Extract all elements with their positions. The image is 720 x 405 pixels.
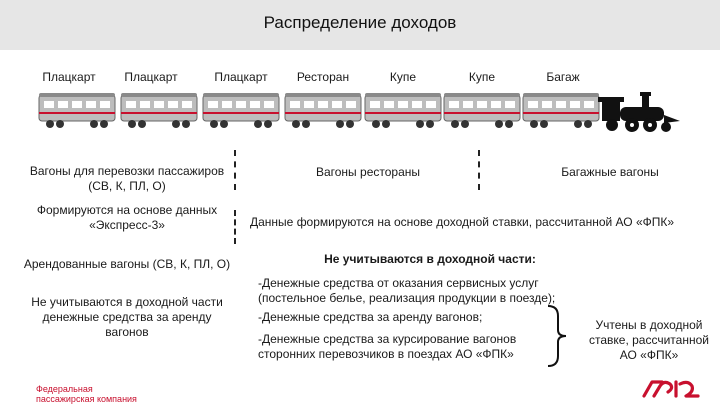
- passenger-car-icon: [120, 92, 198, 130]
- rented-cars-note: Не учитываются в доходной части денежные…: [22, 295, 232, 340]
- separator-line: [234, 210, 236, 244]
- passenger-car-icon: [202, 92, 280, 130]
- passenger-car-icon: [443, 92, 521, 130]
- accounted-note: Учтены в доходной ставке, рассчитанной А…: [580, 318, 718, 363]
- car-label-1: Плацкарт: [30, 70, 108, 84]
- company-logo: Федеральная пассажирская компания: [36, 384, 137, 404]
- passenger-car-icon: [364, 92, 442, 130]
- baggage-cars-label: Багажные вагоны: [520, 165, 700, 180]
- car-label-6: Купе: [443, 70, 521, 84]
- steam-locomotive-icon: [598, 87, 682, 133]
- car-label-4: Ресторан: [284, 70, 362, 84]
- rented-cars-label: Арендованные вагоны (СВ, К, ПЛ, О): [22, 257, 232, 272]
- car-label-3: Плацкарт: [202, 70, 280, 84]
- exclusion-item: -Денежные средства за аренду вагонов;: [258, 310, 548, 325]
- passenger-car-icon: [522, 92, 600, 130]
- right-brace-icon: [546, 304, 568, 368]
- passenger-car-icon: [284, 92, 362, 130]
- car-label-5: Купе: [364, 70, 442, 84]
- separator-line: [234, 150, 236, 190]
- exclusion-item: -Денежные средства от оказания сервисных…: [258, 276, 588, 306]
- exclusion-item: -Денежные средства за курсирование вагон…: [258, 332, 546, 362]
- exclusion-title: Не учитываются в доходной части:: [260, 252, 600, 267]
- car-label-7: Багаж: [524, 70, 602, 84]
- rzd-logo-icon: [640, 376, 704, 402]
- car-label-2: Плацкарт: [112, 70, 190, 84]
- express3-note: Формируются на основе данных «Экспресс-3…: [22, 203, 232, 233]
- company-logo-line1: Федеральная: [36, 384, 137, 394]
- passenger-cars-label: Вагоны для перевозки пассажиров (СВ, К, …: [22, 164, 232, 194]
- page-title: Распределение доходов: [0, 13, 720, 33]
- passenger-car-icon: [38, 92, 116, 130]
- company-logo-line2: пассажирская компания: [36, 394, 137, 404]
- separator-line: [478, 150, 480, 190]
- rate-note: Данные формируются на основе доходной ст…: [250, 215, 720, 230]
- restaurant-cars-label: Вагоны рестораны: [268, 165, 468, 180]
